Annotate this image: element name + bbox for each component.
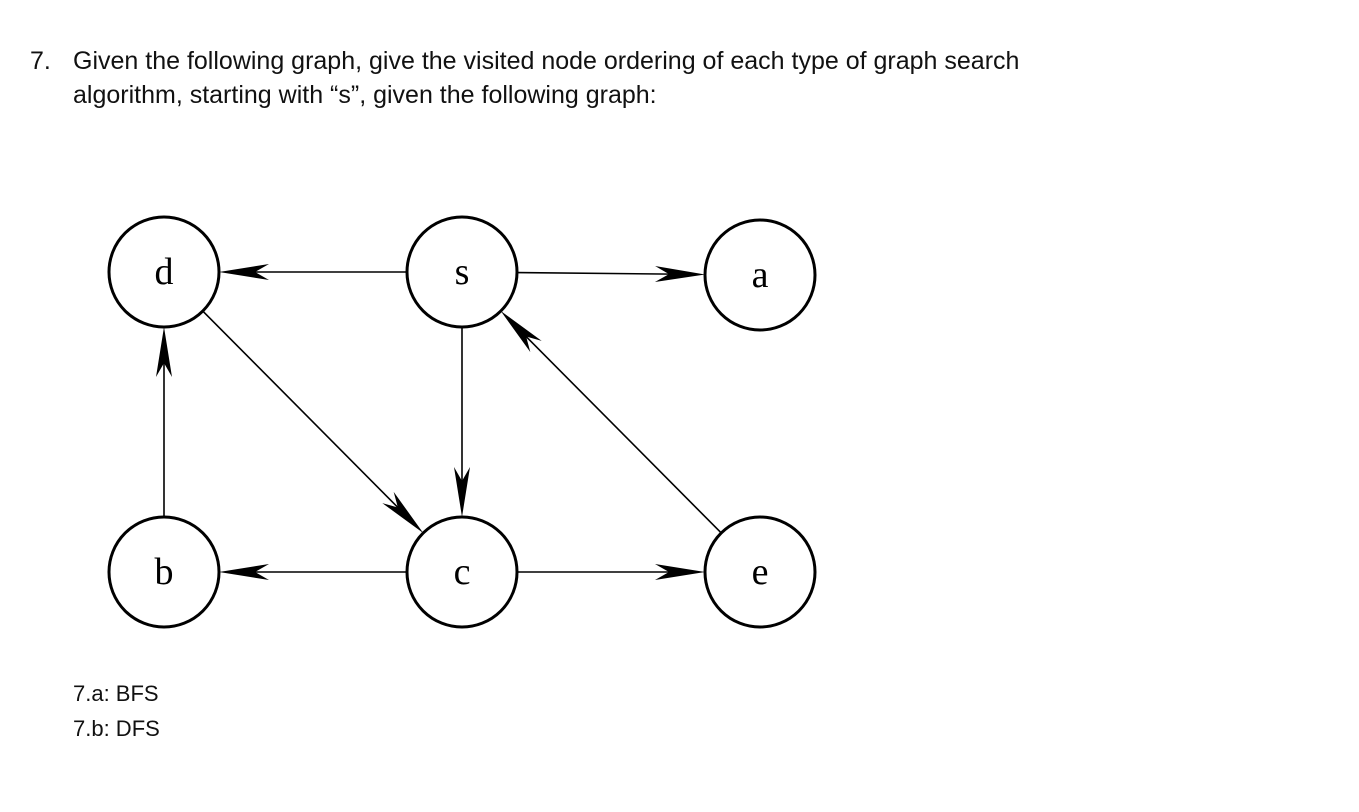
question: 7. Given the following graph, give the v… <box>30 44 1130 112</box>
node-label: s <box>455 251 470 293</box>
graph-edge-e-s <box>500 311 722 534</box>
node-label: b <box>155 551 174 593</box>
graph-edge-s-a <box>516 265 706 282</box>
graph-edge-b-d <box>156 327 172 517</box>
arrowhead-icon <box>156 327 172 377</box>
graph-edges <box>156 264 722 580</box>
sub-question-bfs: 7.a: BFS <box>73 681 159 706</box>
sub-questions: 7.a: BFS 7.b: DFS <box>73 676 160 746</box>
graph-node-e: e <box>703 515 817 629</box>
arrowhead-icon <box>500 311 542 353</box>
node-label: c <box>454 551 471 593</box>
arrowhead-icon <box>655 564 705 580</box>
arrowhead-icon <box>219 264 269 280</box>
graph-edge-s-c <box>454 327 470 517</box>
sub-question-dfs: 7.b: DFS <box>73 716 160 741</box>
edge-line <box>514 324 722 534</box>
node-circle <box>405 215 519 329</box>
graph-node-b: b <box>107 515 221 629</box>
arrowhead-icon <box>382 491 424 533</box>
node-label: e <box>752 551 769 593</box>
graph-edge-s-d <box>219 264 407 280</box>
arrowhead-icon <box>654 265 706 282</box>
graph-nodes: d s a b c e <box>107 215 817 629</box>
arrowhead-icon <box>454 467 470 517</box>
node-circle <box>703 515 817 629</box>
graph-edge-c-e <box>517 564 705 580</box>
node-circle <box>405 515 519 629</box>
node-circle <box>703 218 817 332</box>
graph-node-d: d <box>107 215 221 329</box>
graph-node-c: c <box>405 515 519 629</box>
arrowhead-icon <box>219 564 269 580</box>
edge-line <box>516 271 686 276</box>
graph-edge-d-c <box>202 310 424 533</box>
edge-line <box>202 310 410 520</box>
node-circle <box>107 215 221 329</box>
node-label: a <box>752 254 769 296</box>
graph-node-a: a <box>703 218 817 332</box>
graph-edge-c-b <box>219 564 407 580</box>
node-circle <box>107 515 221 629</box>
question-text: Given the following graph, give the visi… <box>73 47 1020 109</box>
graph-node-s: s <box>405 215 519 329</box>
question-number: 7. <box>30 47 51 75</box>
node-label: d <box>155 251 174 293</box>
